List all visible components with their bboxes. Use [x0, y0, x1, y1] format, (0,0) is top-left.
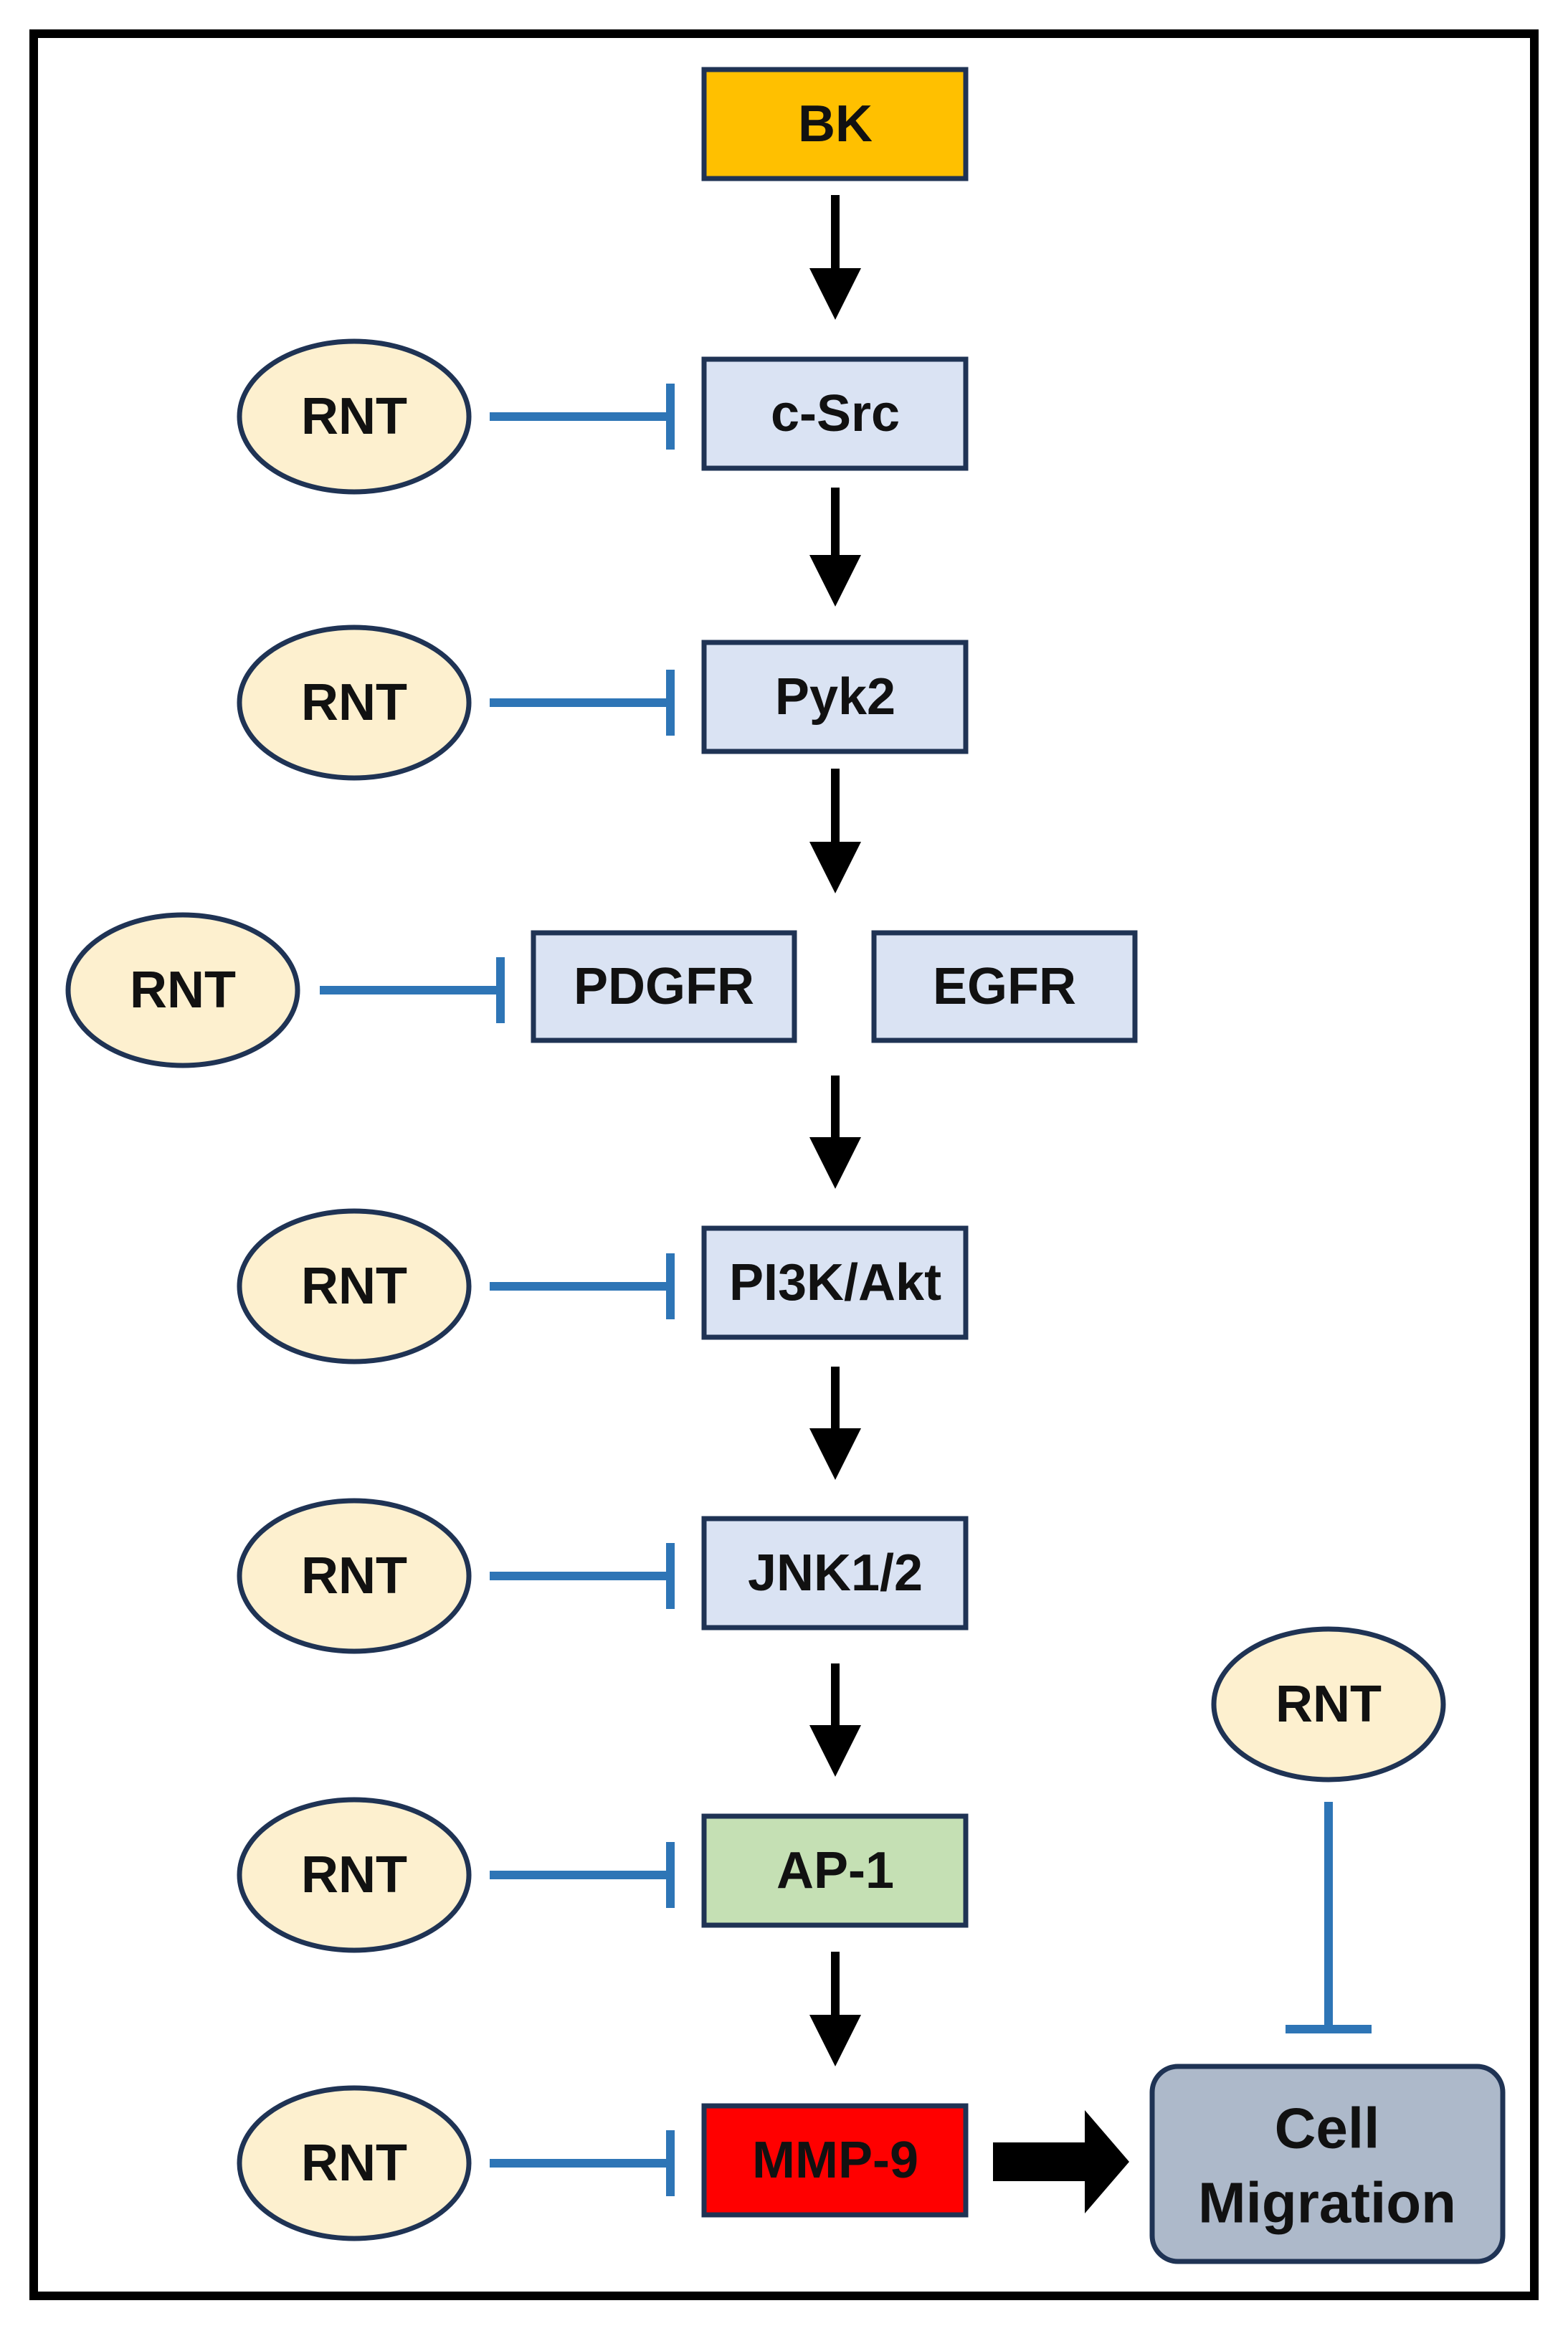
arrow-mmp9-to-cell-migration: [993, 2110, 1129, 2213]
node-ap1: AP-1: [701, 1813, 969, 1928]
inhibitor-label: RNT: [301, 1547, 407, 1605]
node-mmp9-label: MMP-9: [752, 2132, 918, 2189]
inhibitor-jnk: RNT: [237, 1498, 675, 1654]
inhibitor-pdgfr: RNT: [65, 912, 505, 1068]
node-pyk2-label: Pyk2: [775, 668, 895, 726]
inhibitor-pyk2: RNT: [237, 625, 675, 781]
node-bk-label: BK: [798, 95, 873, 153]
inhibitor-cell-migration: RNT: [1211, 1626, 1446, 2033]
inhibitor-label: RNT: [301, 1258, 407, 1315]
inhibitor-label: RNT: [130, 962, 236, 1019]
inhibitor-mmp9: RNT: [237, 2085, 675, 2241]
inhibitor-label: RNT: [301, 388, 407, 445]
node-pyk2: Pyk2: [701, 640, 969, 754]
inhibitor-pi3k-akt: RNT: [237, 1208, 675, 1364]
inhibitor-ap1: RNT: [237, 1797, 675, 1953]
figure-frame: [29, 29, 1539, 2300]
cell-migration-label-line2: Migration: [1198, 2171, 1456, 2235]
inhibitor-label: RNT: [301, 674, 407, 731]
node-pi3k-akt: PI3K/Akt: [701, 1225, 969, 1340]
node-cell-migration: Cell Migration: [1149, 2064, 1506, 2264]
inhibitor-c-src: RNT: [237, 338, 675, 495]
node-egfr: EGFR: [871, 930, 1138, 1043]
inhibitor-label: RNT: [1275, 1676, 1382, 1733]
node-egfr-label: EGFR: [933, 958, 1076, 1015]
node-c-src-label: c-Src: [771, 385, 900, 442]
cell-migration-label-line1: Cell: [1275, 2097, 1380, 2160]
node-bk: BK: [701, 67, 969, 181]
node-pi3k-akt-label: PI3K/Akt: [729, 1254, 941, 1311]
node-ap1-label: AP-1: [776, 1842, 894, 1899]
inhibitor-label: RNT: [301, 1846, 407, 1904]
node-pdgfr: PDGFR: [531, 930, 797, 1043]
node-jnk: JNK1/2: [701, 1516, 969, 1630]
node-c-src: c-Src: [701, 356, 969, 471]
inhibitor-label: RNT: [301, 2135, 407, 2192]
node-mmp9: MMP-9: [701, 2103, 969, 2218]
node-jnk-label: JNK1/2: [748, 1544, 923, 1602]
node-pdgfr-label: PDGFR: [574, 958, 754, 1015]
